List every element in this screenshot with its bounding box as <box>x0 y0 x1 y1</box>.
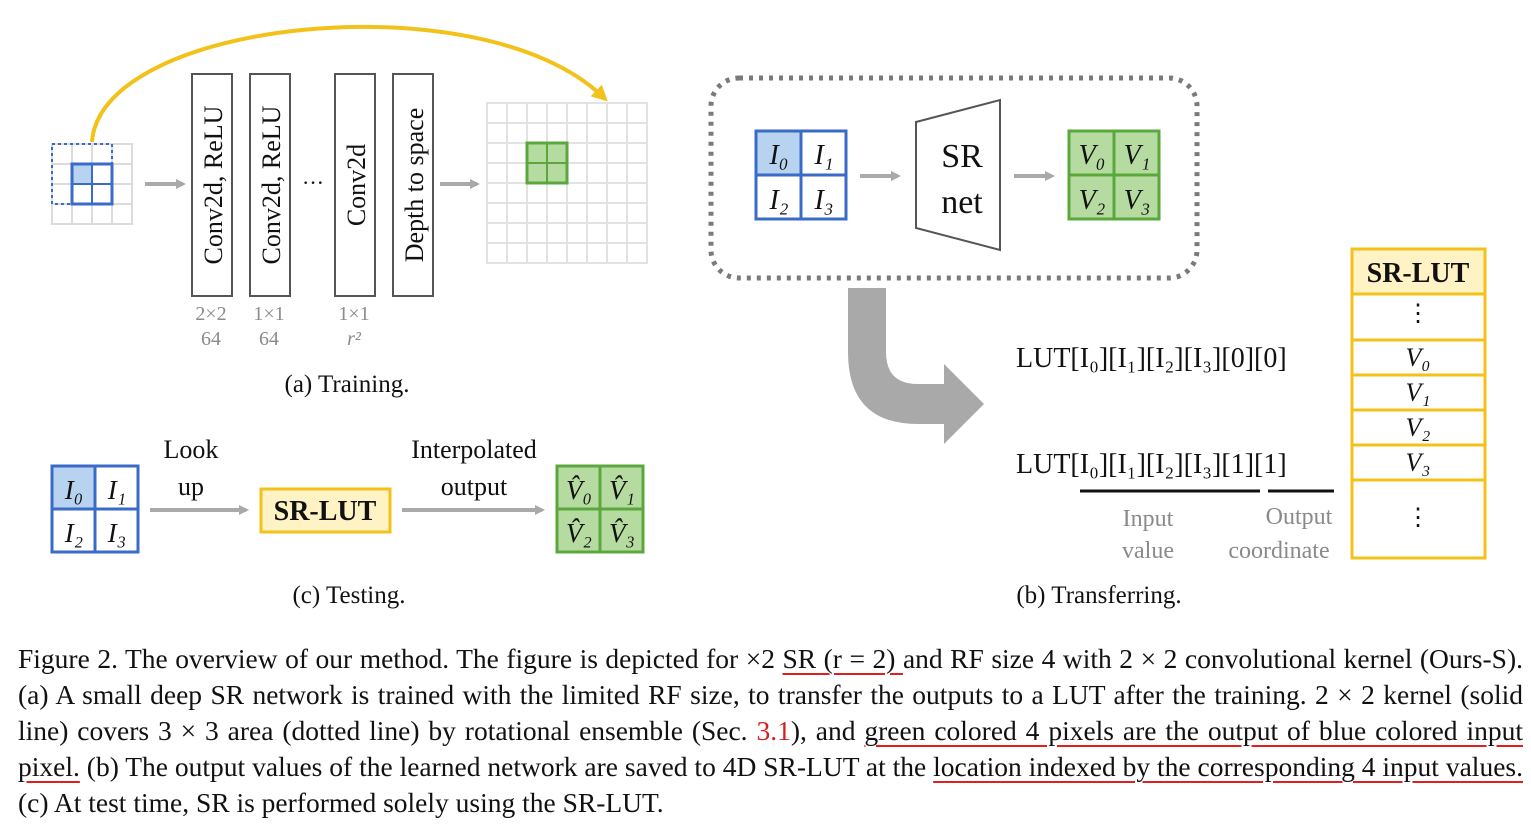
caption-underline-sr: SR (r = 2) <box>782 643 903 674</box>
layer-channels-1: 64 <box>201 328 221 350</box>
output-green-pixels <box>525 141 569 185</box>
test-input-i2: I₂ <box>64 518 83 548</box>
transfer-big-arrow <box>848 288 984 444</box>
caption-part-3: ), and <box>790 715 865 746</box>
kernel-2x2 <box>70 162 114 206</box>
test-output-v2: V̂₂ <box>566 518 592 548</box>
sr-lut-row-v3: V₃ <box>1406 448 1431 477</box>
sr-lut-row-top-ellipsis: ⋮ <box>1406 301 1430 327</box>
layer-channels-3: r² <box>347 328 362 350</box>
test-input-block <box>50 464 140 554</box>
output-coord-label-1: Output <box>1266 504 1333 530</box>
sr-lut-row-v1: V₁ <box>1406 378 1431 407</box>
test-output-v0: V̂₀ <box>566 475 592 505</box>
lut-index-last: LUT[I₀][I₁][I₂][I₃][1][1] <box>1016 449 1287 480</box>
method-overview-figure: Conv2d, ReLU Conv2d, ReLU Conv2d Depth t… <box>50 24 1487 609</box>
testing-panel: I₀ I₁ I₂ I₃ Look up SR-LUT Interpolated … <box>50 435 645 609</box>
sr-net-label-2: net <box>941 184 983 221</box>
layer-label-4: Depth to space <box>400 108 429 263</box>
transfer-output-block <box>1067 129 1161 221</box>
lookup-label-2: up <box>178 472 204 501</box>
layer-kernel-1: 2×2 <box>195 303 226 325</box>
layer-kernel-3: 1×1 <box>338 303 369 325</box>
layer-box-2 <box>249 73 291 297</box>
layer-ellipsis: ··· <box>302 170 324 195</box>
test-output-v3: V̂₃ <box>609 518 635 548</box>
output-coord-label-2: coordinate <box>1228 538 1329 564</box>
sr-lut-row-v0: V₀ <box>1406 343 1431 372</box>
training-yellow-arrow <box>90 24 608 143</box>
transfer-input-i2: I₂ <box>768 185 788 216</box>
transfer-input-block <box>754 129 848 221</box>
transfer-input-i3: I₃ <box>813 185 833 216</box>
sr-lut-row-bottom-ellipsis: ⋮ <box>1406 505 1430 531</box>
transferring-caption: (b) Transferring. <box>1016 582 1181 609</box>
transfer-output-v2: V₂ <box>1079 185 1106 216</box>
layer-kernel-2: 1×1 <box>253 303 284 325</box>
sr-lut-table <box>1350 247 1487 560</box>
input-value-label-2: value <box>1122 538 1174 564</box>
lut-index-first: LUT[I₀][I₁][I₂][I₃][0][0] <box>1016 343 1287 374</box>
training-panel: Conv2d, ReLU Conv2d, ReLU Conv2d Depth t… <box>51 24 648 398</box>
test-input-i3: I₃ <box>107 518 126 548</box>
caption-part-4: (b) The output values of the learned net… <box>79 751 934 782</box>
input-value-label-1: Input <box>1123 506 1174 532</box>
layer-label-3: Conv2d <box>342 144 371 226</box>
layer-box-3 <box>334 73 376 297</box>
section-reference-link[interactable]: 3.1 <box>756 715 791 746</box>
layer-channels-2: 64 <box>259 328 279 350</box>
test-output-block <box>555 464 645 554</box>
transfer-output-v1: V₁ <box>1124 140 1151 171</box>
caption-part-5: (c) At test time, SR is performed solely… <box>18 787 664 818</box>
transfer-input-i0: I₀ <box>768 140 788 171</box>
transfer-output-v0: V₀ <box>1079 140 1106 171</box>
test-input-i0: I₀ <box>64 475 83 505</box>
test-sr-lut-label: SR-LUT <box>274 496 377 527</box>
input-image-grid <box>51 143 133 225</box>
test-output-v1: V̂₁ <box>609 475 635 505</box>
layer-box-4 <box>392 73 434 297</box>
layer-label-1: Conv2d, ReLU <box>199 105 228 264</box>
test-sr-lut-box <box>259 487 392 534</box>
sr-lut-title: SR-LUT <box>1367 258 1470 289</box>
output-image-grid <box>486 102 648 264</box>
sr-net-label-1: SR <box>941 138 983 175</box>
caption-part-2: and RF size 4 with 2 × 2 convolutional k… <box>18 643 1523 746</box>
testing-caption: (c) Testing. <box>292 582 405 609</box>
caption-part-1: Figure 2. The overview of our method. Th… <box>18 643 783 674</box>
transfer-input-i1: I₁ <box>813 140 833 171</box>
lookup-label-1: Look <box>164 435 219 464</box>
layer-box-1 <box>191 73 233 297</box>
test-input-i1: I₁ <box>107 475 126 505</box>
sr-lut-row-v2: V₂ <box>1406 413 1431 442</box>
layer-label-2: Conv2d, ReLU <box>257 105 286 264</box>
caption-underline-location: location indexed by the corresponding 4 … <box>933 751 1523 782</box>
transferring-panel: I₀ I₁ I₂ I₃ SR net V₀ V₁ V₂ V₃ LUT[I₀][I… <box>708 75 1487 609</box>
caption-underline-green-pixels: green colored 4 pixels are the output of… <box>18 715 1523 782</box>
sr-net-block <box>915 98 1001 252</box>
interpolated-label-1: Interpolated <box>411 435 537 464</box>
interpolated-label-2: output <box>441 472 508 501</box>
training-caption: (a) Training. <box>285 371 410 398</box>
figure-caption: Figure 2. The overview of our method. Th… <box>18 641 1523 821</box>
transfer-output-v3: V₃ <box>1124 185 1151 216</box>
